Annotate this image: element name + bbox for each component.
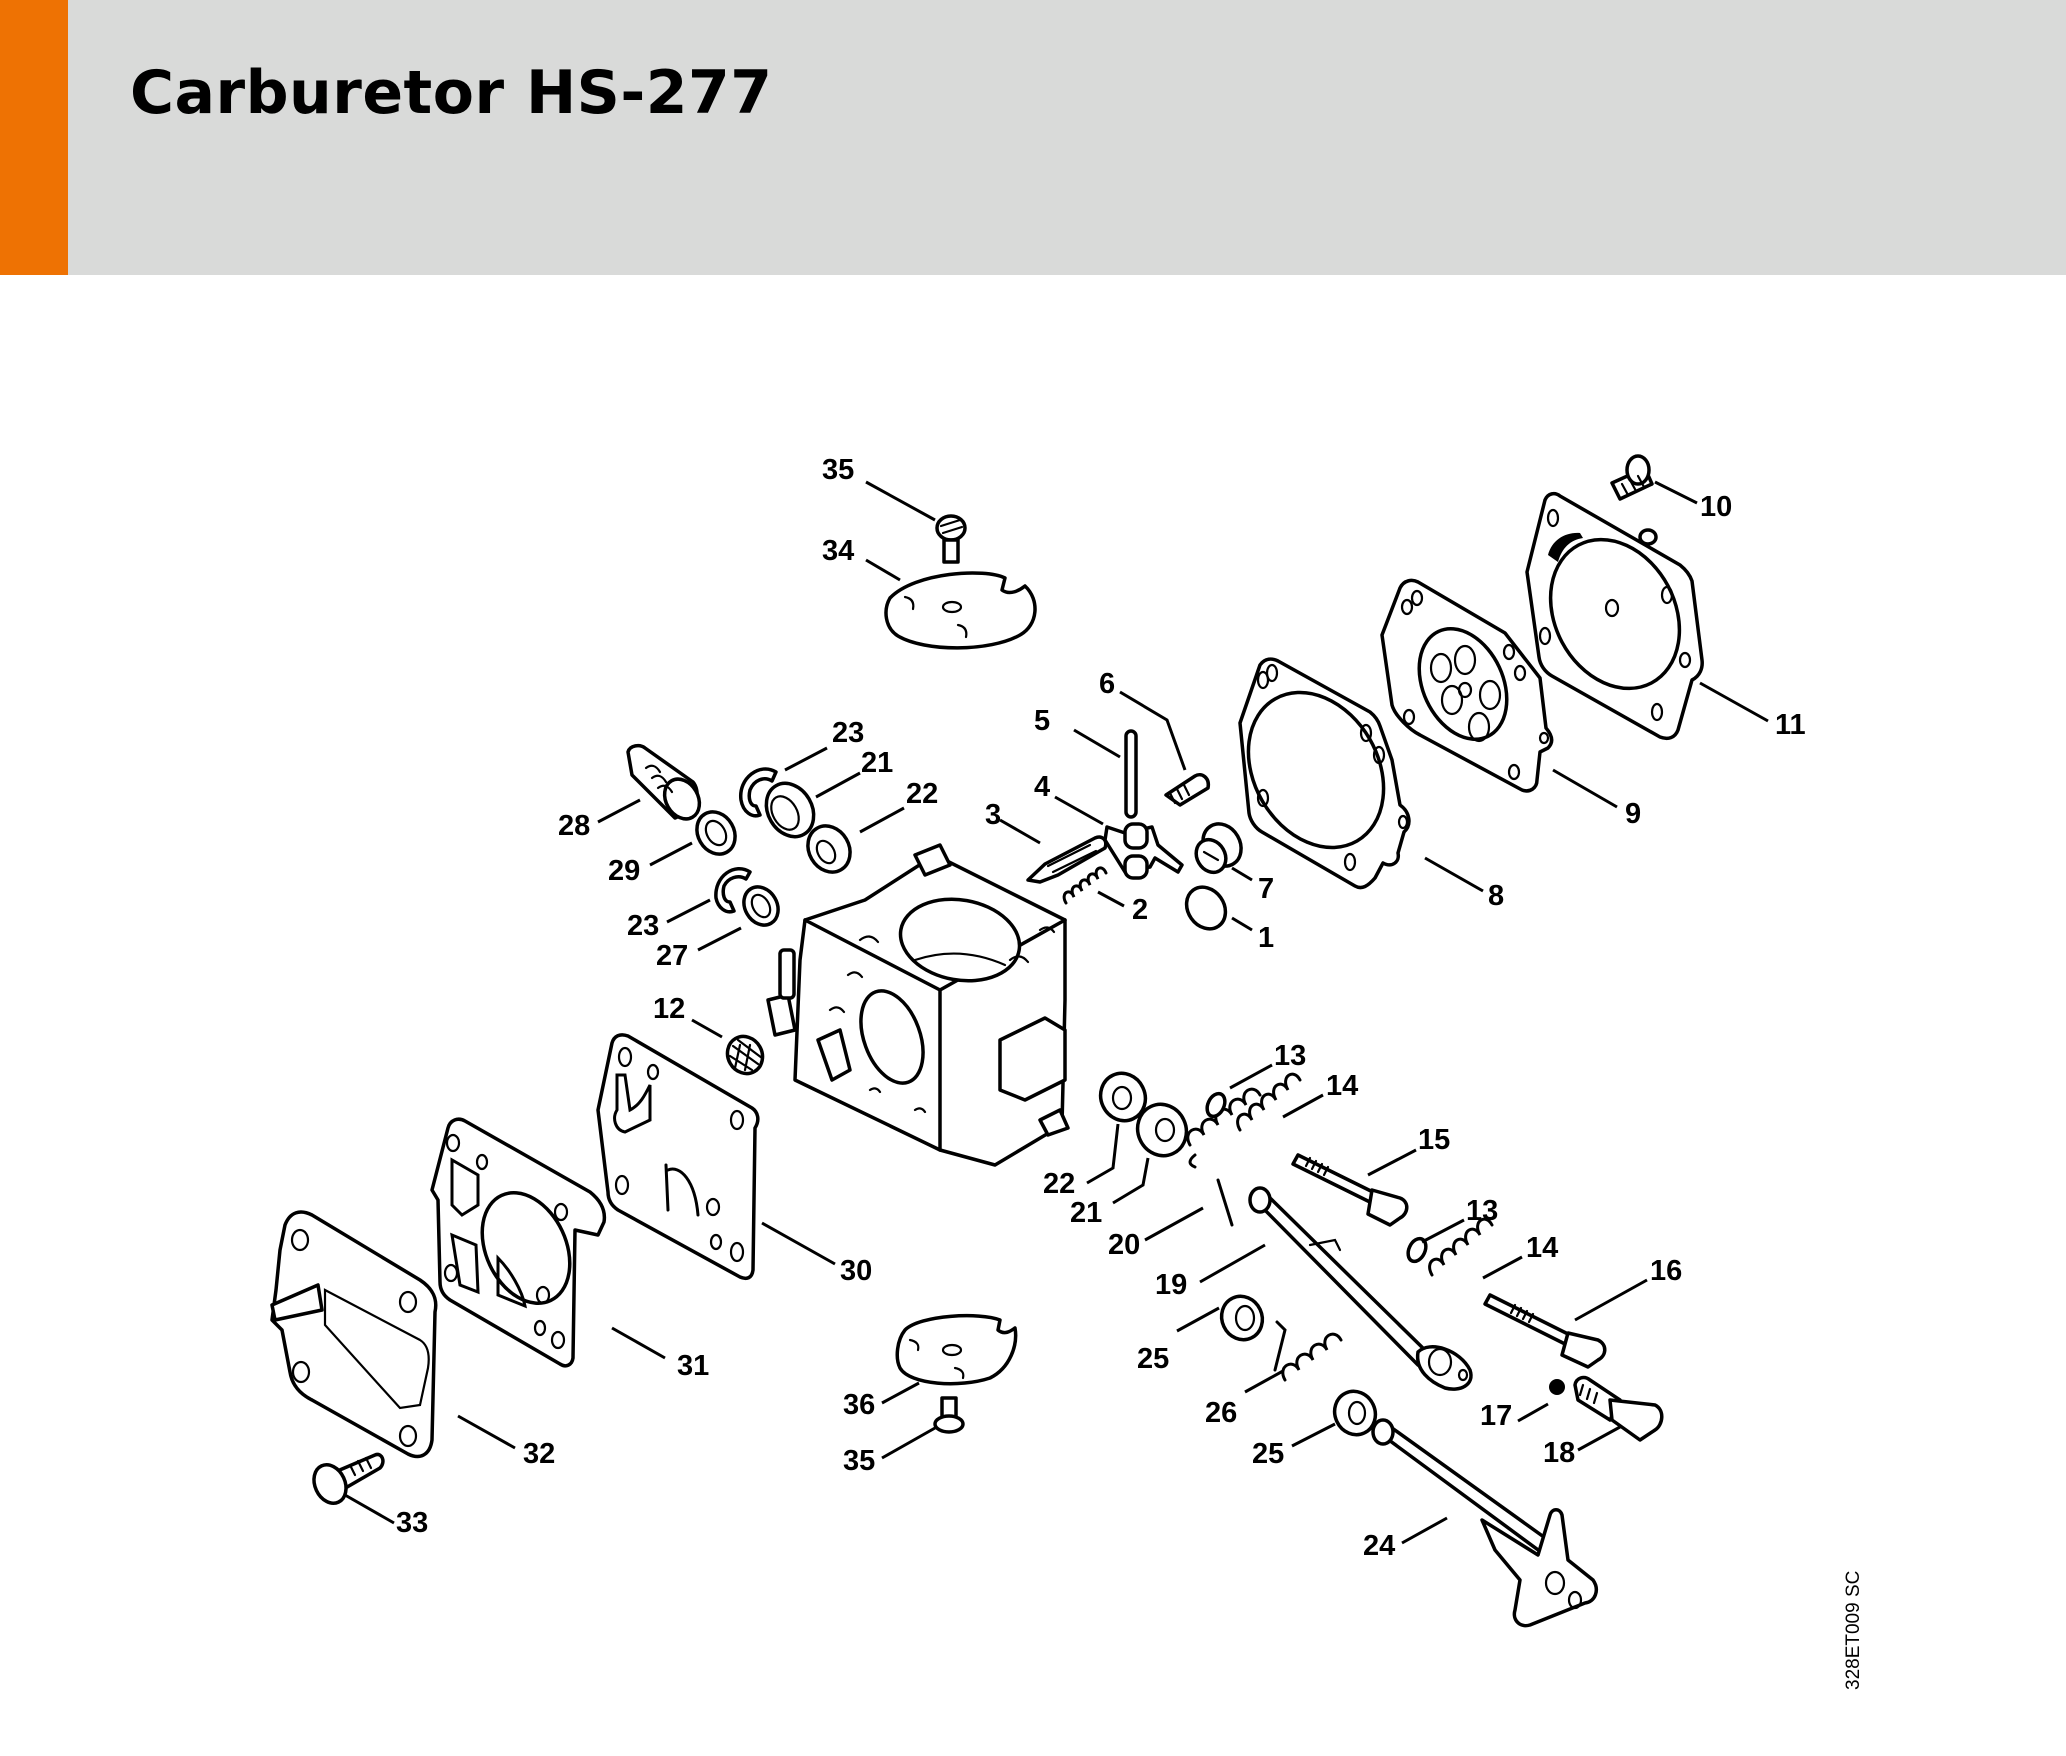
callout-25-lower[interactable]: 25: [1252, 1438, 1284, 1470]
part-13-o-ring-lower[interactable]: [1405, 1236, 1430, 1265]
drawing-code: 328ET009 SC: [1843, 1570, 1864, 1690]
callout-3[interactable]: 3: [985, 799, 1001, 831]
accent-stripe: [0, 0, 68, 275]
part-11-end-cover[interactable]: [1525, 491, 1704, 741]
part-26-torsion-spring[interactable]: [1273, 1320, 1343, 1382]
carburetor-body[interactable]: [766, 843, 1070, 1167]
part-17-ball[interactable]: [1549, 1379, 1565, 1395]
callout-22-upper[interactable]: 22: [906, 778, 938, 810]
callout-1[interactable]: 1: [1258, 922, 1274, 954]
part-14-spring-lower[interactable]: [1428, 1217, 1494, 1277]
callout-25-upper[interactable]: 25: [1137, 1343, 1169, 1375]
part-18-adjusting-screw[interactable]: [1573, 1375, 1664, 1442]
part-10-screw[interactable]: [1610, 454, 1654, 501]
part-31-gasket[interactable]: [430, 1117, 607, 1368]
part-1-welch-plug[interactable]: [1179, 880, 1234, 937]
callout-9[interactable]: 9: [1625, 798, 1641, 830]
callout-16[interactable]: 16: [1650, 1255, 1682, 1287]
callout-23-upper[interactable]: 23: [832, 717, 864, 749]
callout-5[interactable]: 5: [1034, 705, 1050, 737]
part-19-throttle-shaft[interactable]: [1248, 1186, 1473, 1391]
callout-14-upper[interactable]: 14: [1326, 1070, 1358, 1102]
part-27-washer[interactable]: [737, 881, 785, 932]
part-34-cover-plate[interactable]: [884, 571, 1037, 650]
callout-13-upper[interactable]: 13: [1274, 1040, 1306, 1072]
part-22-bushing-upper[interactable]: [800, 818, 859, 880]
callout-6[interactable]: 6: [1099, 668, 1115, 700]
callout-13-lower[interactable]: 13: [1466, 1195, 1498, 1227]
callout-27[interactable]: 27: [656, 940, 688, 972]
part-25-bushing-lower[interactable]: [1328, 1385, 1383, 1442]
callout-7[interactable]: 7: [1258, 873, 1274, 905]
part-12-strainer[interactable]: [721, 1030, 769, 1080]
callout-36[interactable]: 36: [843, 1389, 875, 1421]
part-35-screw-bottom[interactable]: [933, 1396, 965, 1434]
callout-32[interactable]: 32: [523, 1438, 555, 1470]
callout-2[interactable]: 2: [1132, 894, 1148, 926]
part-36-shutter[interactable]: [895, 1313, 1018, 1386]
callout-labels: 35 34 10 11 6 5 4 3 2 7 1 9 8 23 21 22 2…: [396, 454, 1806, 1562]
header-band: Carburetor HS-277: [0, 0, 2066, 275]
part-23-e-clip-upper[interactable]: [739, 767, 778, 818]
callout-19[interactable]: 19: [1155, 1269, 1187, 1301]
callout-8[interactable]: 8: [1488, 880, 1504, 912]
callout-11[interactable]: 11: [1775, 709, 1806, 741]
page-title: Carburetor HS-277: [130, 58, 773, 128]
callout-10[interactable]: 10: [1700, 491, 1732, 523]
callout-28[interactable]: 28: [558, 810, 590, 842]
callout-12[interactable]: 12: [653, 993, 685, 1025]
callout-35-top[interactable]: 35: [822, 454, 854, 486]
callout-23-lower[interactable]: 23: [627, 910, 659, 942]
callout-21-lower[interactable]: 21: [1070, 1197, 1102, 1229]
part-23-e-clip-lower[interactable]: [714, 866, 752, 914]
callout-29[interactable]: 29: [608, 855, 640, 887]
part-22-bushing-lower[interactable]: [1093, 1066, 1153, 1128]
part-21-bearing-lower[interactable]: [1129, 1096, 1194, 1163]
callout-26[interactable]: 26: [1205, 1397, 1237, 1429]
part-4-control-lever[interactable]: [1103, 822, 1184, 880]
callout-22-lower[interactable]: 22: [1043, 1168, 1075, 1200]
part-21-bearing-upper[interactable]: [757, 775, 823, 845]
callout-4[interactable]: 4: [1034, 771, 1050, 803]
part-33-screw[interactable]: [308, 1452, 385, 1508]
part-29-washer[interactable]: [689, 805, 742, 861]
part-35-screw-top[interactable]: [935, 514, 967, 564]
part-28-plug[interactable]: [626, 743, 706, 826]
callout-30[interactable]: 30: [840, 1255, 872, 1287]
part-3-inlet-needle[interactable]: [1026, 835, 1108, 884]
part-8-gasket[interactable]: [1221, 657, 1411, 890]
part-13-o-ring-upper[interactable]: [1204, 1091, 1229, 1120]
callout-24[interactable]: 24: [1363, 1530, 1395, 1562]
callout-34[interactable]: 34: [822, 535, 854, 567]
part-2-spring[interactable]: [1062, 866, 1108, 905]
callout-17[interactable]: 17: [1480, 1400, 1512, 1432]
part-16-adjusting-screw[interactable]: [1483, 1293, 1607, 1369]
part-24-choke-shaft[interactable]: [1371, 1418, 1598, 1628]
callout-14-lower[interactable]: 14: [1526, 1232, 1558, 1264]
part-25-bushing-upper[interactable]: [1215, 1290, 1270, 1347]
part-30-pump-diaphragm[interactable]: [596, 1033, 760, 1281]
callout-15[interactable]: 15: [1418, 1124, 1450, 1156]
part-9-metering-diaphragm[interactable]: [1380, 578, 1554, 793]
part-7-plug[interactable]: [1190, 817, 1248, 878]
part-5-pin[interactable]: [1124, 729, 1138, 819]
part-15-adjusting-screw[interactable]: [1291, 1153, 1409, 1227]
part-14-spring-upper[interactable]: [1236, 1072, 1302, 1132]
part-6-screw[interactable]: [1164, 773, 1211, 807]
callout-33[interactable]: 33: [396, 1507, 428, 1539]
callout-21-upper[interactable]: 21: [861, 747, 893, 779]
leader-lines: [344, 480, 1769, 1545]
callout-18[interactable]: 18: [1543, 1437, 1575, 1469]
callout-31[interactable]: 31: [677, 1350, 709, 1382]
callout-35-bottom[interactable]: 35: [843, 1445, 875, 1477]
callout-20[interactable]: 20: [1108, 1229, 1140, 1261]
part-32-pump-cover[interactable]: [270, 1210, 438, 1459]
